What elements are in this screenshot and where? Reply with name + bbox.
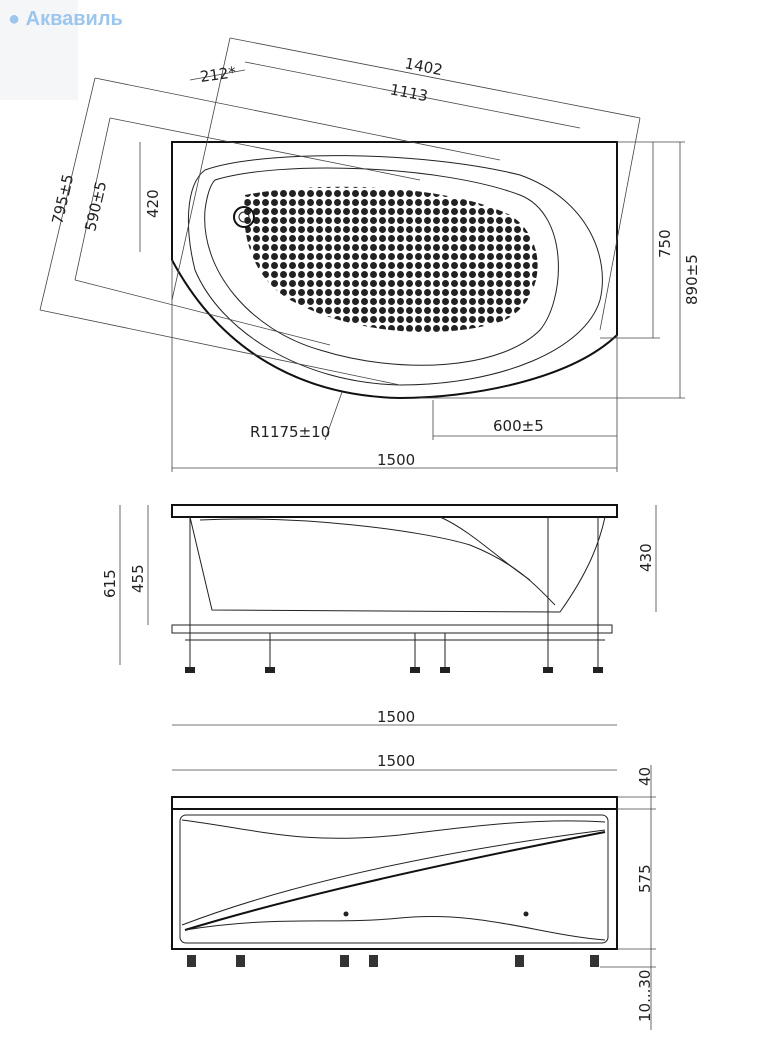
dim-line-795 [39, 77, 96, 311]
front-panel-inner [179, 814, 609, 944]
ext-line [94, 77, 501, 161]
panel-screw-icon [343, 911, 349, 917]
tub-rim-side [171, 504, 618, 518]
dim-radius: R1175±10 [250, 423, 330, 441]
front-feet [187, 955, 599, 967]
anti-slip-dots [244, 186, 538, 332]
drain-inner [238, 211, 250, 223]
front-view: 1500 40 575 10...30 [171, 752, 656, 1030]
tub-rim-inner [188, 155, 603, 386]
dim-455: 455 [129, 564, 147, 593]
dim-1500-side: 1500 [377, 708, 415, 726]
dim-750: 750 [656, 229, 674, 258]
duck-logo-icon: ● [8, 8, 21, 30]
dim-40: 40 [636, 767, 654, 786]
frame-legs [189, 517, 599, 670]
dim-line-212 [189, 69, 246, 81]
panel-wave [181, 819, 606, 839]
ext-line [599, 117, 641, 331]
top-view: 1402 212* 1113 795±5 590±5 420 750 890±5… [39, 37, 701, 472]
dim-575: 575 [636, 864, 654, 893]
watermark-background [0, 0, 78, 100]
ext-line [74, 279, 331, 346]
side-view: 615 455 430 1500 [101, 504, 657, 726]
dim-1402: 1402 [403, 54, 444, 79]
dim-legs: 10...30 [636, 970, 654, 1022]
dim-795: 795±5 [48, 172, 77, 225]
tub-rim-front [171, 796, 618, 810]
dim-890: 890±5 [683, 254, 701, 305]
front-panel [171, 808, 618, 950]
panel-screw-icon [523, 911, 529, 917]
leg-feet [185, 667, 603, 673]
radius-leader [324, 391, 343, 441]
brand-watermark: ● Аквавиль [8, 8, 123, 31]
panel-wave [184, 831, 606, 931]
tub-contour [439, 516, 531, 581]
dim-line-1402 [229, 37, 641, 119]
dim-600: 600±5 [493, 417, 544, 435]
dim-615: 615 [101, 569, 119, 598]
tub-outline-top [171, 141, 618, 400]
panel-wave [181, 829, 606, 926]
dim-420: 420 [144, 189, 162, 218]
dim-430: 430 [637, 543, 655, 572]
tub-basin [204, 167, 559, 366]
brand-text: Аквавиль [25, 8, 123, 30]
ext-line [109, 117, 421, 181]
panel-wave [184, 915, 606, 941]
dim-line-590 [74, 117, 111, 281]
ext-line [171, 37, 231, 301]
dim-212: 212* [199, 63, 238, 86]
ext-line [39, 309, 401, 386]
tub-contour [199, 518, 556, 606]
dim-1500-top: 1500 [377, 451, 415, 469]
frame-bar [171, 624, 613, 634]
dim-590: 590±5 [81, 179, 110, 232]
dim-1113: 1113 [388, 80, 429, 105]
dim-line-1113 [244, 61, 581, 129]
dim-1500-front: 1500 [377, 752, 415, 770]
drain-icon [233, 206, 255, 228]
tub-body-side [189, 516, 606, 613]
